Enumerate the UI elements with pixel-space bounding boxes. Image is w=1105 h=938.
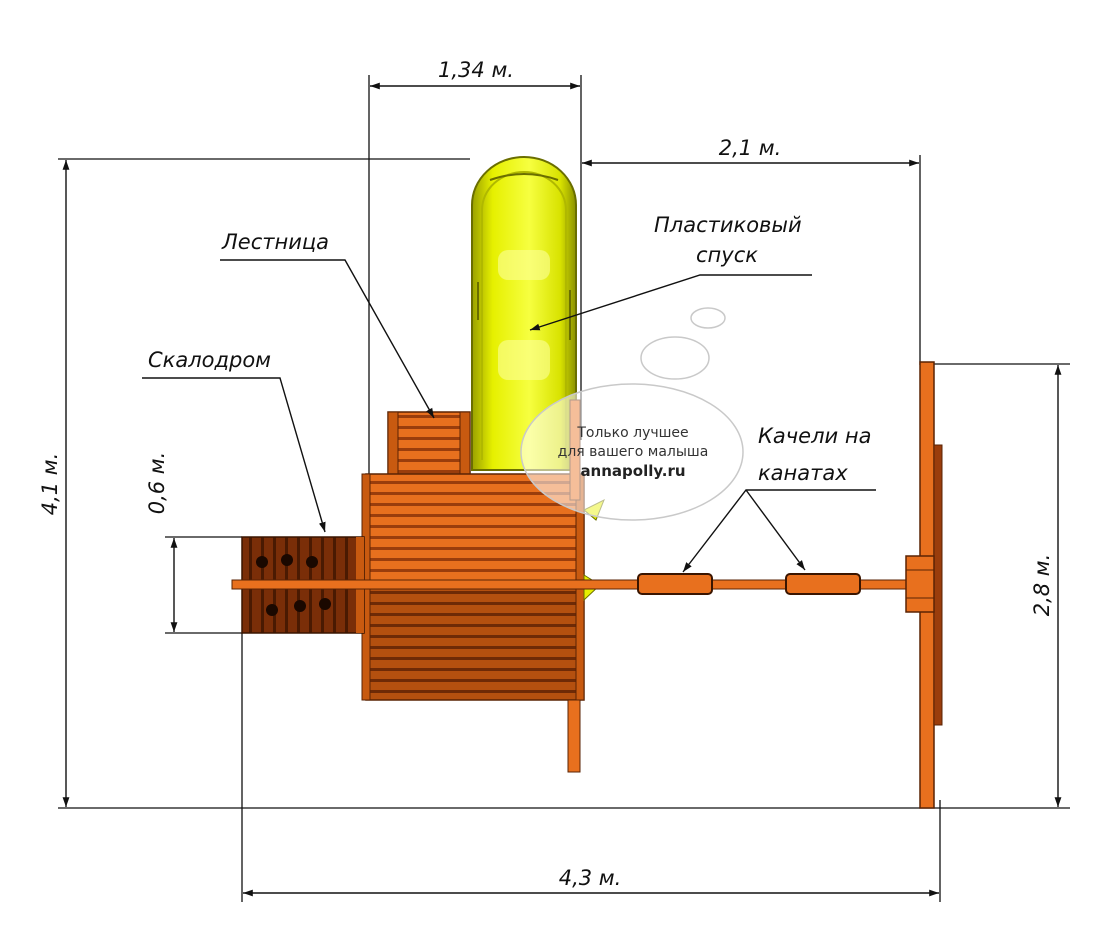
label-climbing-wall: Скалодром bbox=[148, 348, 271, 372]
rope-swings bbox=[637, 573, 861, 595]
dim-climber-depth: 0,6 м. bbox=[145, 452, 169, 515]
watermark-site: annapolly.ru bbox=[580, 462, 685, 480]
dim-slide-to-swing: 2,1 м. bbox=[719, 136, 782, 160]
swing-frame bbox=[905, 361, 943, 809]
ladder bbox=[387, 411, 471, 475]
swing-seat-2 bbox=[785, 573, 861, 595]
dim-total-height: 4,1 м. bbox=[38, 453, 62, 516]
watermark: Только лучшее для вашего малыша annapoll… bbox=[520, 307, 744, 521]
extension-lines bbox=[58, 75, 1070, 902]
label-ladder: Лестница bbox=[221, 230, 329, 254]
dimension-lines bbox=[62, 82, 1062, 897]
plastic-slide bbox=[471, 156, 577, 471]
dim-total-width: 4,3 м. bbox=[559, 866, 622, 890]
label-slide-line2: спуск bbox=[696, 243, 758, 267]
dim-top-width: 1,34 м. bbox=[438, 58, 514, 82]
dim-swing-beam: 2,8 м. bbox=[1030, 554, 1054, 617]
label-swings-line1: Качели на bbox=[758, 424, 871, 448]
watermark-line2: для вашего малыша bbox=[558, 444, 709, 460]
leader-lines bbox=[142, 259, 876, 573]
watermark-line1: Только лучшее bbox=[576, 425, 688, 441]
label-swings-line2: канатах bbox=[758, 461, 848, 485]
label-slide-line1: Пластиковый bbox=[654, 213, 802, 237]
swing-seat-1 bbox=[637, 573, 713, 595]
